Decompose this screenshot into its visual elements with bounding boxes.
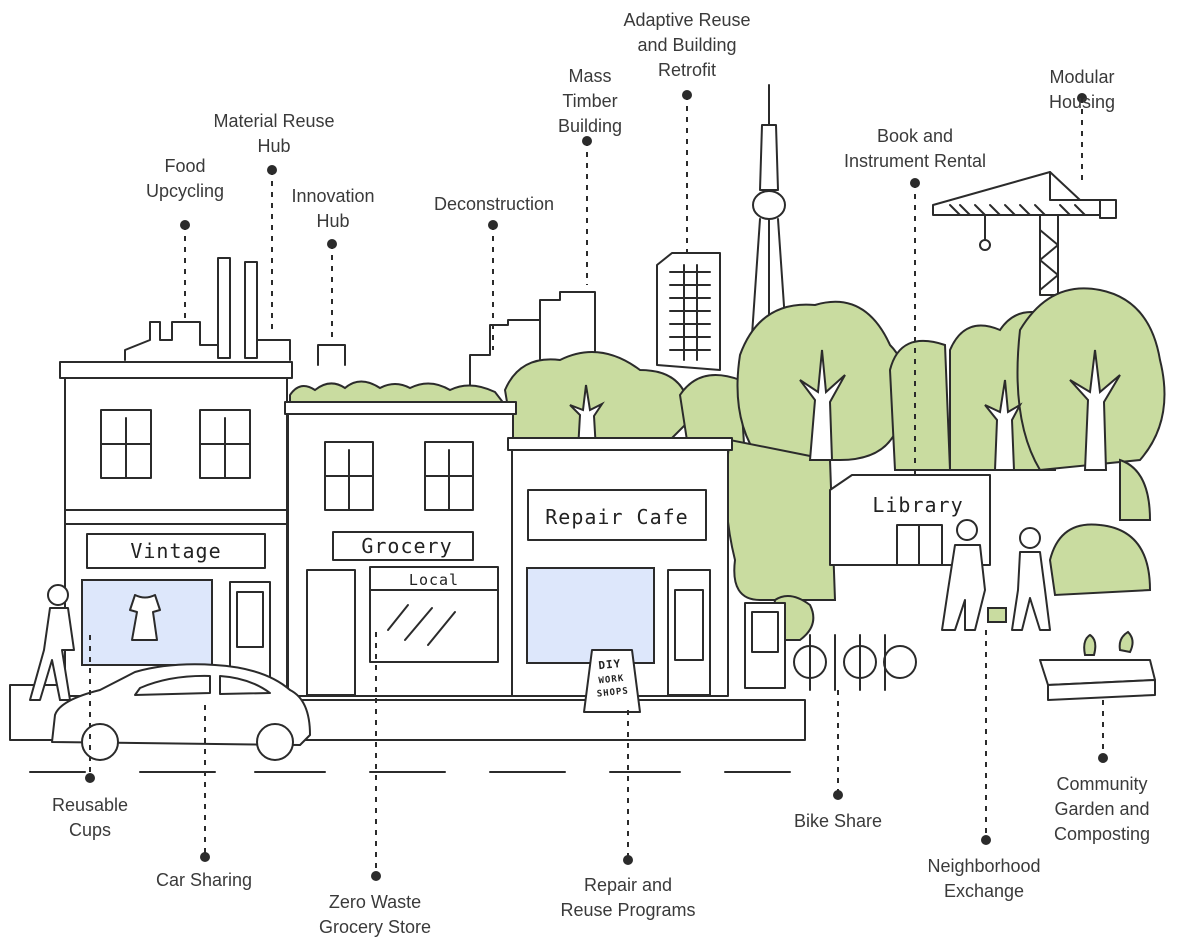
label-deconstruction: Deconstruction	[433, 194, 555, 214]
trees	[503, 287, 1166, 641]
label-book-instrument-rental: Book and Instrument Rental	[843, 126, 987, 171]
label-bike-share: Bike Share	[793, 811, 883, 831]
label-car-sharing: Car Sharing	[155, 870, 253, 890]
garden-bed	[1039, 630, 1156, 701]
diy-sign-line1: DIY	[598, 657, 622, 672]
label-repair-reuse-programs: Repair and Reuse Programs	[560, 875, 696, 920]
diy-sign-line3: SHOPS	[596, 686, 629, 699]
vintage-storefront	[59, 361, 293, 697]
vintage-sign: Vintage	[130, 539, 221, 563]
people	[29, 519, 1051, 701]
innovation-hub-building	[317, 344, 346, 366]
label-zero-waste-grocery: Zero Waste Grocery Store	[318, 892, 432, 937]
car	[51, 663, 311, 761]
leader-lines	[85, 90, 1108, 881]
construction-crane	[932, 171, 1117, 296]
diy-sign-line2: WORK	[598, 674, 625, 687]
label-neighborhood-exchange: Neighborhood Exchange	[927, 856, 1041, 901]
mass-timber-building	[539, 291, 596, 371]
retrofit-tower	[656, 252, 721, 371]
repair-cafe-storefront	[507, 437, 733, 713]
local-sign: Local	[409, 571, 459, 589]
library-building	[829, 474, 991, 566]
label-food-upcycling: Food Upcycling	[145, 156, 225, 201]
cn-tower	[751, 84, 787, 336]
deconstruction-building	[469, 319, 541, 386]
library-sign: Library	[872, 493, 963, 517]
factory-skyline	[124, 257, 291, 361]
label-modular-housing: Modular Housing	[1048, 67, 1116, 112]
label-community-garden: Community Garden and Composting	[1053, 774, 1151, 844]
label-innovation-hub: Innovation Hub	[291, 186, 375, 231]
grocery-sign: Grocery	[361, 534, 452, 558]
label-adaptive-reuse: Adaptive Reuse and Building Retrofit	[623, 10, 751, 80]
label-mass-timber: Mass Timber Building	[557, 66, 623, 136]
label-material-reuse-hub: Material Reuse Hub	[213, 111, 335, 156]
diy-workshops-sign: DIY WORK SHOPS	[596, 657, 629, 700]
grocery-storefront	[284, 380, 517, 697]
label-reusable-cups: Reusable Cups	[51, 795, 129, 840]
repair-cafe-sign: Repair Cafe	[545, 505, 688, 529]
bike-share-station	[744, 602, 917, 691]
